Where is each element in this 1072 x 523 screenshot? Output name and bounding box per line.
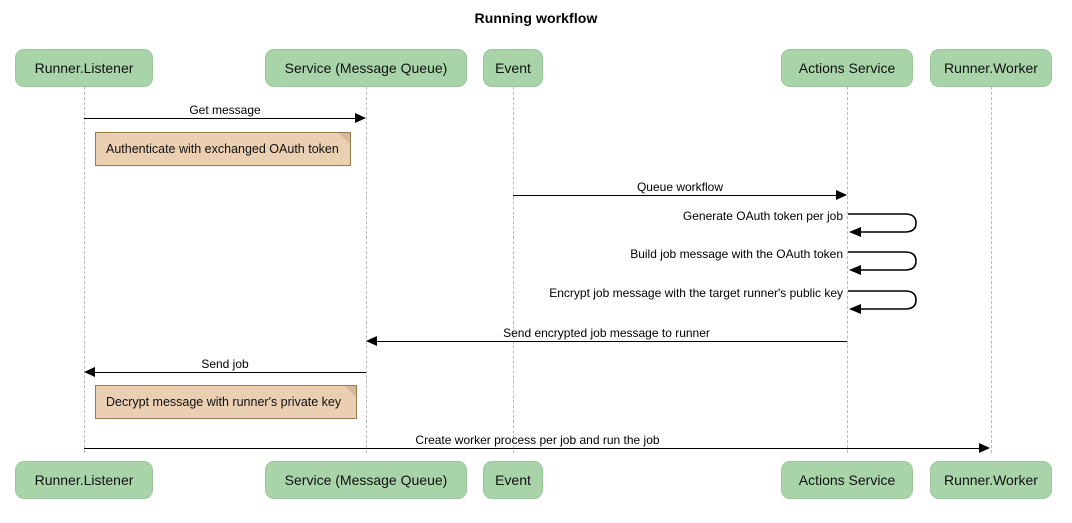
participant-service-message-queue-top[interactable]: Service (Message Queue): [265, 49, 467, 87]
message-label-send-encrypted-job-message: Send encrypted job message to runner: [503, 326, 710, 340]
participant-service-message-queue-bottom[interactable]: Service (Message Queue): [265, 461, 467, 499]
self-loop-encrypt-job-message: [847, 285, 927, 321]
lifeline-runner-listener: [84, 87, 85, 453]
message-label-get-message: Get message: [189, 103, 261, 117]
message-label-create-worker-process: Create worker process per job and run th…: [415, 433, 660, 447]
page-title: Running workflow: [474, 10, 598, 26]
participant-label: Event: [495, 472, 531, 488]
participant-label: Runner.Worker: [944, 60, 1038, 76]
message-line-send-encrypted-job-message: [377, 341, 847, 342]
participant-label: Service (Message Queue): [284, 60, 448, 76]
arrow-head-send-job: [84, 367, 95, 377]
self-loop-generate-oauth-token: [847, 208, 927, 244]
participant-runner-listener-top[interactable]: Runner.Listener: [15, 49, 153, 87]
arrow-head-get-message: [355, 113, 366, 123]
note-label: Authenticate with exchanged OAuth token: [106, 142, 339, 156]
lifeline-actions-service: [847, 87, 848, 453]
participant-label: Runner.Listener: [34, 60, 134, 76]
self-loop-build-job-message: [847, 246, 927, 282]
participant-actions-service-bottom[interactable]: Actions Service: [781, 461, 913, 499]
message-label-send-job: Send job: [201, 357, 249, 371]
note-label: Decrypt message with runner's private ke…: [106, 395, 342, 409]
message-label-build-job-message: Build job message with the OAuth token: [630, 247, 843, 261]
arrow-head-send-encrypted-job-message: [366, 336, 377, 346]
lifeline-event: [513, 87, 514, 453]
message-label-encrypt-job-message: Encrypt job message with the target runn…: [549, 286, 843, 300]
note-fold-icon: [339, 133, 350, 144]
lifeline-runner-worker: [991, 87, 992, 453]
message-line-create-worker-process: [84, 448, 980, 449]
participant-event-bottom[interactable]: Event: [483, 461, 543, 499]
lifeline-service-message-queue: [366, 87, 367, 453]
message-label-queue-workflow: Queue workflow: [636, 180, 724, 194]
message-line-send-job: [95, 372, 366, 373]
arrow-head-queue-workflow: [836, 190, 847, 200]
participant-label: Runner.Listener: [34, 472, 134, 488]
participant-runner-worker-top[interactable]: Runner.Worker: [930, 49, 1052, 87]
message-label-generate-oauth-token: Generate OAuth token per job: [682, 209, 843, 223]
participant-label: Actions Service: [798, 60, 896, 76]
note-authenticate: Authenticate with exchanged OAuth token: [95, 132, 351, 166]
participant-event-top[interactable]: Event: [483, 49, 543, 87]
participant-label: Event: [495, 60, 531, 76]
arrow-head-create-worker-process: [979, 443, 990, 453]
participant-runner-listener-bottom[interactable]: Runner.Listener: [15, 461, 153, 499]
message-line-queue-workflow: [513, 195, 837, 196]
participant-label: Service (Message Queue): [284, 472, 448, 488]
participant-label: Actions Service: [798, 472, 896, 488]
note-decrypt: Decrypt message with runner's private ke…: [95, 385, 357, 419]
participant-runner-worker-bottom[interactable]: Runner.Worker: [930, 461, 1052, 499]
participant-actions-service-top[interactable]: Actions Service: [781, 49, 913, 87]
note-fold-icon: [345, 386, 356, 397]
participant-label: Runner.Worker: [944, 472, 1038, 488]
message-line-get-message: [84, 118, 356, 119]
